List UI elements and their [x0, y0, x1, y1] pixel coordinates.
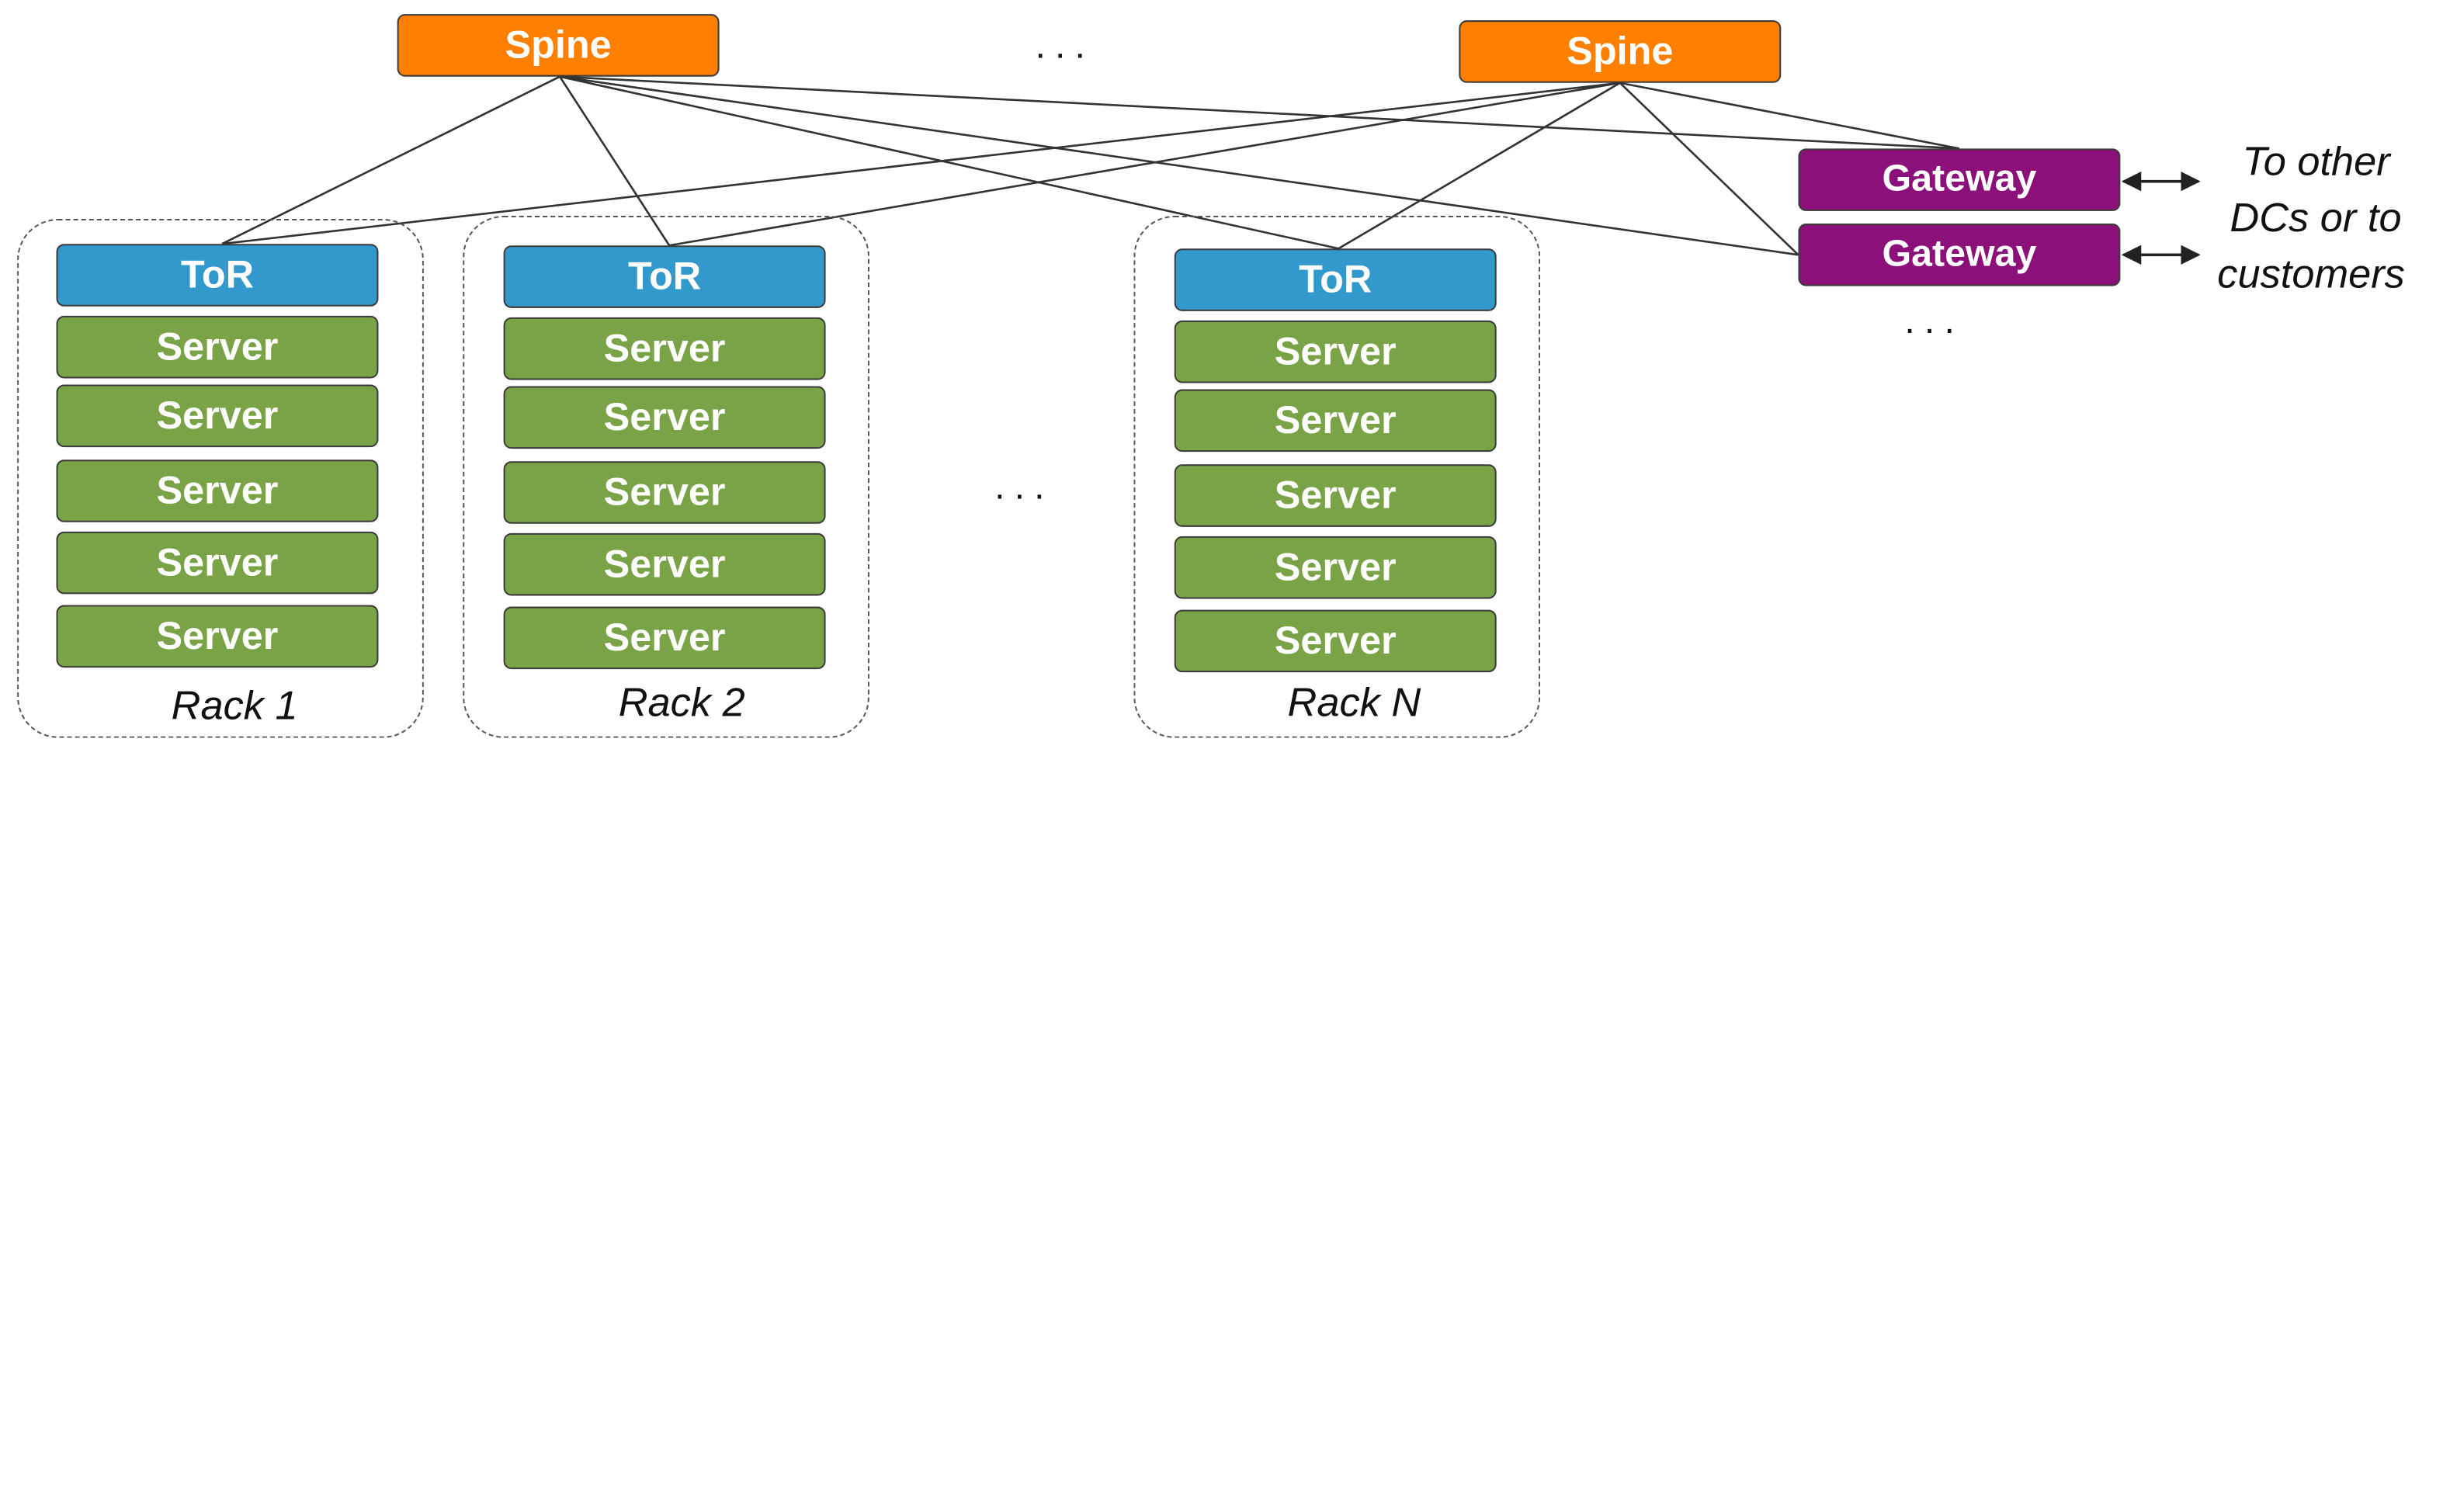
- rack-2-server-5: Server: [503, 606, 826, 670]
- spine-ellipsis: ...: [1035, 25, 1095, 68]
- link-spine-1-to-tor-rack-n: [559, 75, 1339, 250]
- link-spine-2-to-gateway-2: [1619, 81, 1799, 256]
- gateway-1: Gateway: [1798, 148, 2121, 211]
- rack-2-server-2: Server: [503, 386, 826, 449]
- link-spine-1-to-gateway-2: [559, 75, 1799, 256]
- rack-n-tor-switch: ToR: [1174, 248, 1497, 311]
- rack-1-label: Rack 1: [171, 681, 298, 729]
- external-destination-line-2: DCs or to: [2230, 193, 2402, 241]
- rack-2-server-3: Server: [503, 461, 826, 524]
- gateway-ellipsis: ...: [1904, 300, 1964, 343]
- rack-1-server-1: Server: [56, 315, 379, 379]
- rack-1-frame: [17, 219, 424, 738]
- link-spine-1-to-gateway-1: [560, 75, 1959, 150]
- rack-n-server-5: Server: [1174, 609, 1497, 673]
- rack-1-server-4: Server: [56, 531, 379, 595]
- spine-switch-1: Spine: [397, 14, 720, 77]
- rack-2-server-1: Server: [503, 317, 826, 380]
- rack-2-server-4: Server: [503, 532, 826, 596]
- rack-1-server-3: Server: [56, 459, 379, 522]
- rack-n-label: Rack N: [1287, 678, 1421, 726]
- rack-n-server-4: Server: [1174, 536, 1497, 599]
- rack-n-frame: [1133, 215, 1541, 738]
- rack-n-server-1: Server: [1174, 320, 1497, 383]
- link-spine-1-to-tor-rack-1: [221, 75, 560, 245]
- rack-n-server-2: Server: [1174, 389, 1497, 453]
- external-destination-line-3: customers: [2217, 250, 2405, 297]
- rack-n-server-3: Server: [1174, 464, 1497, 527]
- link-spine-2-to-tor-rack-2: [668, 81, 1621, 247]
- link-layer: [221, 75, 2201, 265]
- link-spine-2-to-gateway-1: [1619, 81, 1960, 150]
- rack-1-server-5: Server: [56, 605, 379, 668]
- link-spine-2-to-tor-rack-1: [221, 81, 1620, 245]
- rack-1-server-2: Server: [56, 384, 379, 448]
- rack-2-frame: [463, 215, 869, 738]
- gateway-2: Gateway: [1798, 224, 2121, 286]
- rack-2-label: Rack 2: [618, 678, 745, 726]
- link-lines: [221, 75, 1960, 256]
- link-spine-2-to-tor-rack-n: [1338, 81, 1621, 250]
- spine-switch-2: Spine: [1459, 20, 1782, 83]
- rack-2-tor-switch: ToR: [503, 245, 826, 308]
- external-destination-line-1: To other: [2242, 137, 2390, 185]
- rack-1-tor-switch: ToR: [56, 244, 379, 307]
- rack-ellipsis: ...: [994, 466, 1054, 508]
